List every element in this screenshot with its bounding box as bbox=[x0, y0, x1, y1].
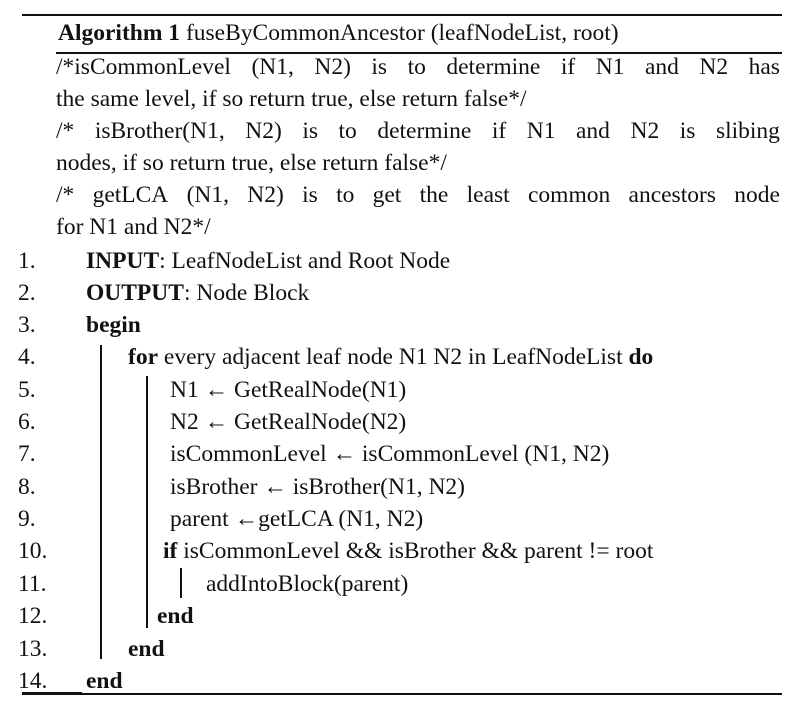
comment-word: getLCA bbox=[92, 182, 169, 208]
code-line-for: for every adjacent leaf node N1 N2 in Le… bbox=[128, 344, 653, 371]
comment-word: the bbox=[419, 182, 449, 208]
comment-word: /* bbox=[56, 182, 75, 208]
keyword-input: INPUT bbox=[86, 248, 160, 274]
code-line-output: OUTPUT: Node Block bbox=[86, 280, 309, 307]
bottom-rule bbox=[22, 693, 782, 695]
keyword-for: for bbox=[128, 344, 159, 370]
comment-word: N2) bbox=[314, 54, 351, 80]
comment-word: N2 bbox=[630, 118, 660, 144]
line-number: 6. bbox=[18, 409, 36, 435]
code-line-6: N2 ← GetRealNode(N2) bbox=[170, 409, 407, 435]
begin-block-bar bbox=[100, 345, 102, 659]
code-line-input: INPUT: LeafNodeList and Root Node bbox=[86, 248, 450, 275]
keyword-end-algorithm: end bbox=[86, 668, 123, 694]
keyword-begin: begin bbox=[86, 312, 141, 338]
comment-word: /* bbox=[56, 118, 75, 144]
if-block-bar bbox=[180, 568, 182, 598]
keyword-if: if bbox=[163, 538, 178, 564]
line-number: 3. bbox=[18, 312, 36, 338]
if-text: isCommonLevel && isBrother && parent != … bbox=[177, 538, 654, 564]
comment-isbrother-line2: nodes, if so return true, else return fa… bbox=[56, 150, 447, 176]
comment-word: to bbox=[407, 54, 426, 80]
comment-word: /*isCommonLevel bbox=[56, 54, 231, 80]
comment-word: is bbox=[679, 118, 696, 144]
algorithm-caption: Algorithm 1 fuseByCommonAncestor (leafNo… bbox=[58, 20, 619, 47]
keyword-end-inner: end bbox=[157, 603, 194, 629]
comment-iscommonlevel-line2: the same level, if so return true, else … bbox=[56, 86, 527, 112]
comment-word: N2 bbox=[699, 54, 729, 80]
comment-word: and bbox=[644, 54, 679, 80]
line-number: 10. bbox=[18, 538, 48, 564]
keyword-end-for: end bbox=[128, 636, 165, 662]
line-number: 2. bbox=[18, 280, 36, 306]
line-number: 12. bbox=[18, 603, 48, 629]
comment-word: isBrother(N1, bbox=[94, 118, 225, 144]
comment-word: if bbox=[560, 54, 576, 80]
comment-word: node bbox=[734, 182, 780, 208]
algorithm-title: fuseByCommonAncestor (leafNodeList, root… bbox=[185, 20, 619, 46]
comment-word: N1 bbox=[526, 118, 556, 144]
line-number: 11. bbox=[18, 571, 47, 597]
input-text: : LeafNodeList and Root Node bbox=[159, 248, 451, 274]
caption-rule bbox=[56, 52, 782, 54]
line-14-underline bbox=[22, 692, 82, 693]
line-number: 5. bbox=[18, 377, 36, 403]
comment-word: N1 bbox=[595, 54, 625, 80]
comment-word: least bbox=[466, 182, 510, 208]
line-number: 1. bbox=[18, 248, 36, 274]
code-line-5: N1 ← GetRealNode(N1) bbox=[170, 377, 407, 403]
keyword-output: OUTPUT bbox=[86, 280, 184, 306]
comment-getlca-line2: for N1 and N2*/ bbox=[56, 214, 211, 240]
code-line-if: if isCommonLevel && isBrother && parent … bbox=[163, 538, 653, 565]
keyword-do: do bbox=[628, 344, 654, 370]
comment-word: N2) bbox=[247, 182, 284, 208]
line-number: 13. bbox=[18, 636, 48, 662]
comment-word: to bbox=[336, 182, 355, 208]
line-number: 14. bbox=[18, 668, 48, 694]
for-text: every adjacent leaf node N1 N2 in LeafNo… bbox=[158, 344, 629, 370]
comment-word: common bbox=[527, 182, 611, 208]
comment-word: is bbox=[302, 118, 318, 144]
comment-word: (N1, bbox=[251, 54, 294, 80]
comment-word: determine bbox=[446, 54, 541, 80]
comment-word: has bbox=[748, 54, 780, 80]
top-rule bbox=[22, 14, 782, 16]
comment-word: to bbox=[338, 118, 357, 144]
comment-word: slibing bbox=[715, 118, 780, 144]
comment-word: and bbox=[576, 118, 610, 144]
comment-word: is bbox=[371, 54, 388, 80]
code-line-7: isCommonLevel ← isCommonLevel (N1, N2) bbox=[170, 441, 610, 467]
comment-word: N2) bbox=[245, 118, 282, 144]
comment-word: get bbox=[372, 182, 402, 208]
comment-word: if bbox=[491, 118, 507, 144]
code-line-11: addIntoBlock(parent) bbox=[206, 571, 409, 597]
comment-word: ancestors bbox=[628, 182, 716, 208]
line-number: 9. bbox=[18, 506, 36, 532]
line-number: 4. bbox=[18, 344, 36, 370]
for-block-bar bbox=[146, 376, 148, 628]
comment-word: (N1, bbox=[186, 182, 229, 208]
code-line-8: isBrother ← isBrother(N1, N2) bbox=[170, 474, 466, 500]
comment-word: determine bbox=[377, 118, 472, 144]
output-text: : Node Block bbox=[183, 280, 310, 306]
algorithm-label: Algorithm 1 bbox=[58, 20, 181, 46]
comment-word: is bbox=[302, 182, 318, 208]
line-number: 8. bbox=[18, 474, 36, 500]
line-number: 7. bbox=[18, 441, 36, 467]
code-line-9: parent ←getLCA (N1, N2) bbox=[170, 506, 424, 532]
